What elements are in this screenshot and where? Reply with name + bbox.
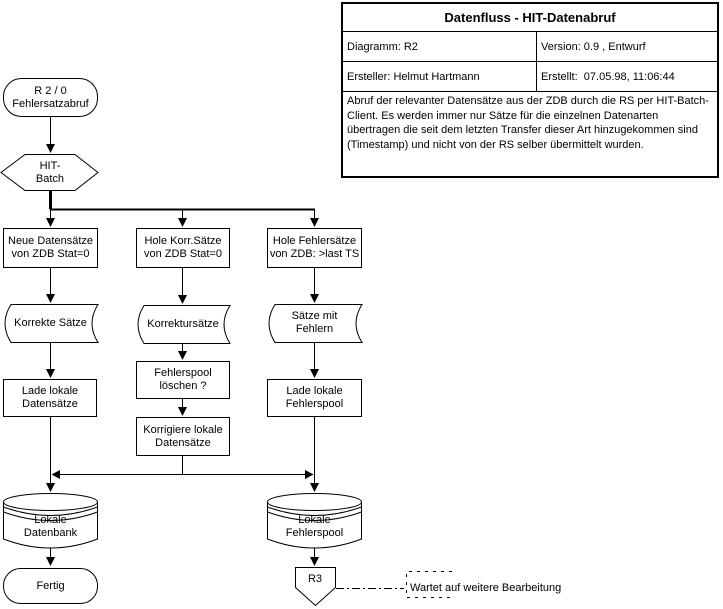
node-fix-local-records[interactable]: Korrigiere lokale Datensätze bbox=[143, 423, 223, 449]
node-hit-batch[interactable]: HIT- Batch bbox=[35, 159, 65, 185]
title-block-table: Datenfluss - HIT-Datenabruf Diagramm: R2… bbox=[341, 2, 719, 178]
node-load-local-records[interactable]: Lade lokale Datensätze bbox=[21, 385, 79, 410]
description-cell: Abruf der relevanter Datensätze aus der … bbox=[347, 95, 709, 152]
stored-correction-records-shape bbox=[137, 305, 231, 344]
process-clear-errorpool-shape bbox=[136, 361, 230, 399]
node-get-error-records[interactable]: Hole Fehlersätze von ZDB: >last TS bbox=[269, 235, 360, 260]
created-cell: Erstellt: 07.05.98, 11:06:44 bbox=[541, 70, 675, 83]
table-row: Diagramm: R2 Version: 0.9 , Entwurf bbox=[343, 32, 717, 62]
connector-lines bbox=[46, 117, 319, 566]
stored-error-records-shape bbox=[268, 304, 363, 343]
node-clear-errorpool[interactable]: Fehlerspool löschen ? bbox=[154, 367, 212, 392]
node-get-new-records[interactable]: Neue Datensätze von ZDB Stat=0 bbox=[8, 235, 93, 260]
note-annotation[interactable]: Wartet auf weitere Bearbeitung bbox=[410, 582, 562, 594]
database-local-db-shape bbox=[3, 493, 98, 549]
diagram-title: Datenfluss - HIT-Datenabruf bbox=[343, 4, 717, 32]
terminator-start-shape bbox=[3, 78, 98, 117]
node-correct-records[interactable]: Korrekte Sätze bbox=[14, 316, 87, 329]
process-get-corr-shape bbox=[136, 228, 230, 268]
node-local-database[interactable]: Lokale Datenbank bbox=[23, 513, 78, 539]
version-cell: Version: 0.9 , Entwurf bbox=[541, 40, 646, 53]
process-fix-local-records-shape bbox=[136, 417, 230, 456]
process-load-local-records-shape bbox=[3, 379, 97, 417]
node-done[interactable]: Fertig bbox=[36, 579, 65, 592]
process-get-err-shape bbox=[267, 228, 362, 268]
hexagon-hit-batch-shape bbox=[0, 154, 99, 191]
process-get-new-shape bbox=[3, 228, 98, 268]
offpage-connector-r3-shape bbox=[295, 567, 336, 607]
diagram-id-cell: Diagramm: R2 bbox=[343, 32, 537, 61]
node-get-correction-records[interactable]: Hole Korr.Sätze von ZDB Stat=0 bbox=[144, 235, 222, 260]
author-cell: Ersteller: Helmut Hartmann bbox=[343, 62, 537, 91]
note-dashed-frame bbox=[406, 571, 452, 598]
node-r3-offpage[interactable]: R3 bbox=[307, 572, 323, 585]
table-row: Ersteller: Helmut Hartmann Erstellt: 07.… bbox=[343, 62, 717, 92]
node-correction-records[interactable]: Korrektursätze bbox=[147, 317, 219, 330]
node-start[interactable]: R 2 / 0 Fehlersatzabruf bbox=[12, 84, 89, 110]
node-shapes bbox=[0, 78, 363, 607]
database-local-errorpool-shape bbox=[267, 493, 362, 549]
stored-correct-records-shape bbox=[4, 304, 99, 343]
node-load-local-errorpool[interactable]: Lade lokale Fehlerspool bbox=[285, 385, 344, 410]
node-error-records[interactable]: Sätze mit Fehlern bbox=[291, 310, 338, 335]
terminator-done-shape bbox=[3, 568, 98, 604]
process-load-local-errorpool-shape bbox=[267, 379, 362, 417]
node-local-errorpool[interactable]: Lokale Fehlerspool bbox=[285, 513, 344, 539]
